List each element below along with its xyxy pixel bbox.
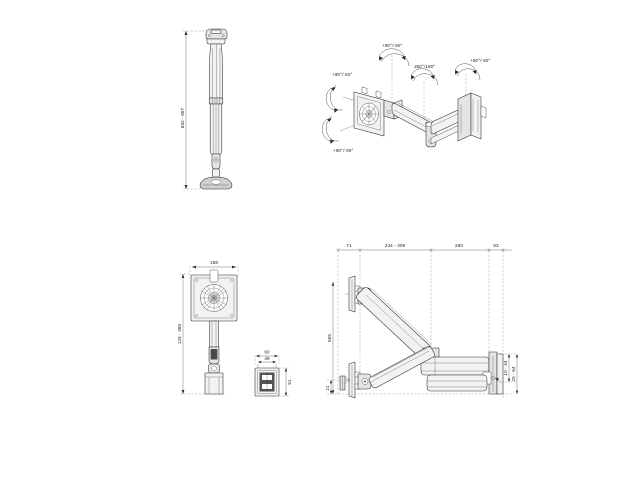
dim-drop-inner: 10 - 44: [503, 360, 508, 375]
arm-side-lower-segment: [368, 345, 435, 389]
dim-plate-width: 158: [210, 260, 218, 265]
mount-column: [209, 320, 219, 348]
label-pan-elbow: 360°/180°: [414, 64, 435, 69]
dim-reach-lower: 260: [455, 243, 463, 248]
arm-side-bottom-rail: [426, 374, 488, 392]
dim-travel-vertical: 555: [327, 334, 332, 342]
arm-side-upper-segment: [356, 287, 433, 358]
pole-head: [205, 28, 228, 50]
dim-mount-height: 125 - 480: [177, 323, 182, 344]
dim-offset-71: 71: [346, 243, 352, 248]
clamp-detail-body: [254, 364, 280, 397]
dim-clamp-height: 51: [287, 379, 292, 385]
dim-clamp-outer-width: 60: [264, 349, 270, 354]
dim-base-offset: 21: [325, 385, 330, 391]
rotation-arc-wall-pan: +90°/-90°: [454, 58, 490, 81]
arm-side-wall-plate: [482, 351, 504, 395]
arm-side-head-lower: [357, 373, 372, 390]
dim-reach-upper: 244 - 309: [385, 243, 406, 248]
arm-side-plate-lower: [343, 361, 361, 399]
arm-side-horizontal-upper: [420, 356, 490, 376]
label-pan-screen: +90°/-90°: [333, 148, 353, 153]
mount-clamp-body: [204, 372, 224, 395]
arm-side-bottom-bracket: [339, 375, 346, 391]
iso-vesa-hub: [359, 102, 379, 126]
pole-lower-column: [209, 103, 223, 155]
dim-wall-plate: 53: [493, 243, 499, 248]
pole-bottom-pivot: [211, 153, 221, 178]
iso-wall-plate: [457, 92, 487, 142]
view-mount-front: 158 125 - 480: [177, 260, 239, 395]
view-pole-front: 632 - 857: [180, 28, 233, 190]
rotation-arc-elbow: 360°/180°: [410, 64, 439, 86]
rotation-arc-head-rotate: +90°/-90°: [378, 43, 410, 67]
label-tilt-head: +90°/-50°: [332, 72, 352, 77]
mount-lower-pivot: [208, 363, 220, 374]
view-isometric: +90°/-50° +90°/-90° +90°/-90° 360°/180°: [321, 43, 490, 153]
dim-chain-ticks: [336, 248, 505, 252]
pole-base-plate: [199, 176, 233, 190]
view-clamp-detail: 60 49 51: [254, 349, 292, 397]
mount-bellows: [208, 346, 220, 365]
label-pan-wall: +90°/-90°: [470, 58, 490, 63]
rotation-arc-screen-pan: +90°/-90°: [321, 115, 356, 153]
pole-mid-joint: [208, 97, 224, 105]
label-rotate-head: +90°/-90°: [382, 43, 402, 48]
iso-vesa-plate: [353, 86, 385, 137]
dim-drop-outer: 25 - 64: [511, 366, 516, 381]
pole-upper-column: [209, 43, 223, 99]
dim-clamp-inner-width: 49: [264, 356, 270, 361]
view-arm-side: 71 244 - 309 260 53 555 21 10 - 44 25 - …: [325, 243, 519, 399]
dim-pole-height: 632 - 857: [180, 107, 185, 128]
mount-vesa-plate: [190, 269, 238, 322]
